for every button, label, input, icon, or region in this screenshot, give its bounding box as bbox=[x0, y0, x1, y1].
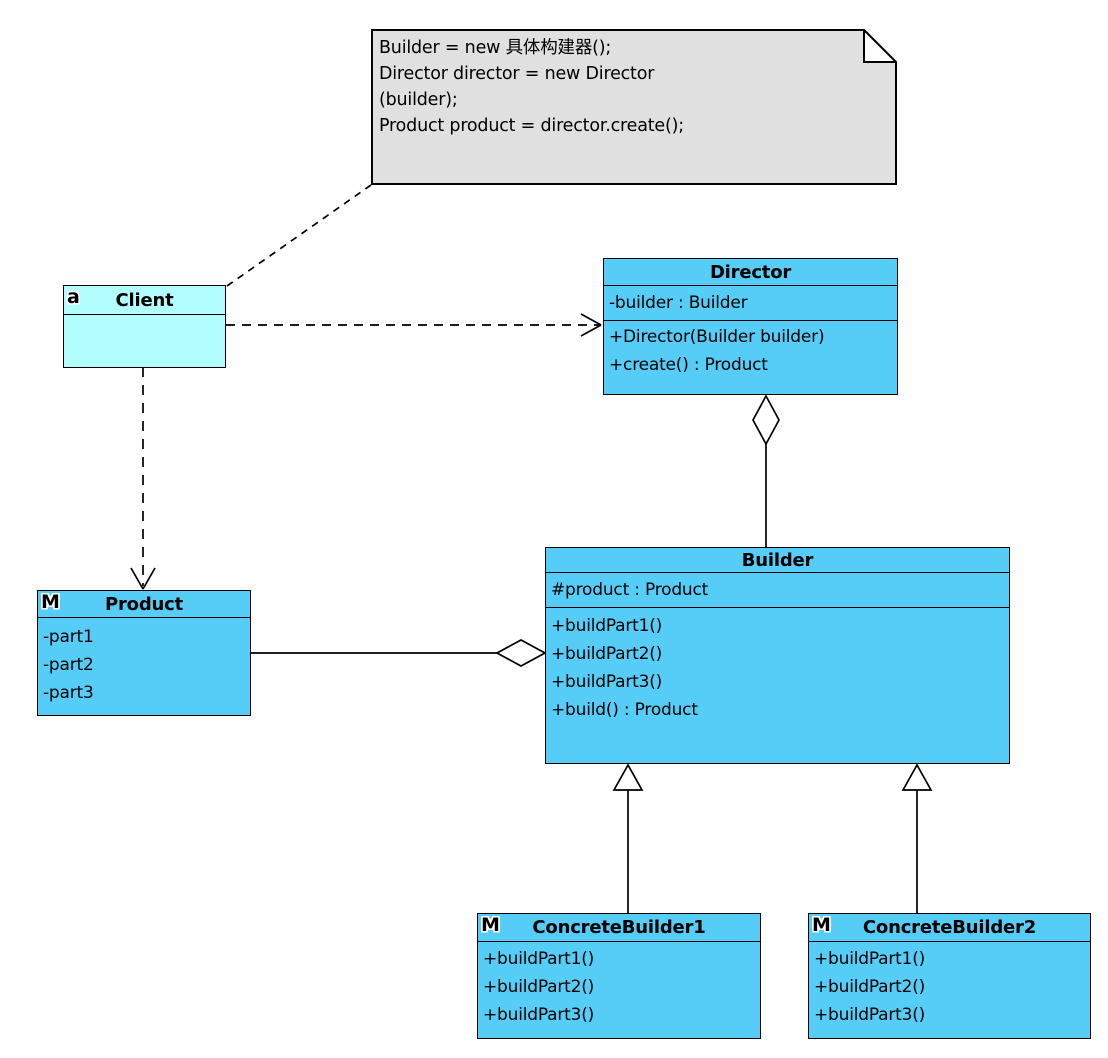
class-stereotype-badge-icon: M bbox=[41, 591, 60, 613]
generalization-triangle-icon bbox=[612, 763, 644, 791]
method: +buildPart3() bbox=[551, 672, 663, 692]
open-arrowhead-icon bbox=[130, 567, 156, 590]
class-name-label: Director bbox=[709, 261, 792, 283]
class-director: Director -builder : Builder +Director(Bu… bbox=[603, 258, 898, 395]
method: +buildPart1() bbox=[483, 949, 595, 969]
attributes-compartment: -part1 -part2 -part3 bbox=[38, 618, 250, 707]
dependency-client-product bbox=[130, 367, 156, 590]
method: +buildPart2() bbox=[814, 977, 926, 997]
attribute: #product : Product bbox=[551, 580, 709, 600]
class-name-label: Product bbox=[104, 593, 183, 615]
method: +Director(Builder builder) bbox=[609, 327, 825, 347]
class-name-label: Client bbox=[115, 289, 174, 311]
note-fold-icon bbox=[863, 29, 897, 63]
note-text: Builder = new 具体构建器(); Director director… bbox=[379, 35, 857, 139]
attributes-compartment: -builder : Builder bbox=[604, 286, 897, 320]
class-title-bar: M ConcreteBuilder2 bbox=[809, 914, 1090, 942]
attribute: -part3 bbox=[43, 683, 94, 703]
attribute: -builder : Builder bbox=[609, 293, 748, 313]
note-anchor-line bbox=[226, 184, 372, 287]
method: +buildPart1() bbox=[551, 616, 663, 636]
class-stereotype-badge-icon: M bbox=[481, 914, 500, 936]
method: +build() : Product bbox=[551, 700, 698, 720]
class-client: a Client bbox=[63, 285, 226, 368]
class-title-bar: M ConcreteBuilder1 bbox=[478, 914, 760, 942]
class-stereotype-badge-icon: M bbox=[812, 914, 831, 936]
class-name-label: ConcreteBuilder2 bbox=[862, 917, 1037, 938]
note-shape bbox=[371, 29, 897, 185]
method: +buildPart2() bbox=[483, 977, 595, 997]
methods-compartment: +buildPart1() +buildPart2() +buildPart3(… bbox=[546, 607, 1009, 724]
class-title-bar: Builder bbox=[546, 548, 1009, 573]
aggregation-product-builder bbox=[250, 639, 547, 667]
method: +buildPart3() bbox=[814, 1005, 926, 1025]
method: +buildPart3() bbox=[483, 1005, 595, 1025]
class-product: M Product -part1 -part2 -part3 bbox=[37, 590, 251, 716]
class-name-label: ConcreteBuilder1 bbox=[532, 917, 706, 938]
note-line: Builder = new 具体构建器(); bbox=[379, 38, 612, 58]
class-body-empty bbox=[64, 315, 225, 364]
generalization-cb2-builder bbox=[901, 763, 933, 913]
attribute: -part1 bbox=[43, 627, 94, 647]
aggregation-diamond-icon bbox=[495, 639, 547, 667]
aggregation-diamond-icon bbox=[752, 394, 780, 446]
method: +buildPart1() bbox=[814, 949, 926, 969]
methods-compartment: +buildPart1() +buildPart2() +buildPart3(… bbox=[809, 942, 1090, 1029]
generalization-cb1-builder bbox=[612, 763, 644, 913]
note-line: (builder); bbox=[379, 90, 458, 110]
method: +create() : Product bbox=[609, 355, 768, 375]
class-title-bar: Director bbox=[604, 259, 897, 286]
class-stereotype-badge-icon: a bbox=[67, 286, 80, 308]
class-title-bar: M Product bbox=[38, 591, 250, 618]
attributes-compartment: #product : Product bbox=[546, 573, 1009, 607]
class-name-label: Builder bbox=[741, 549, 814, 571]
open-arrowhead-icon bbox=[580, 313, 602, 337]
methods-compartment: +buildPart1() +buildPart2() +buildPart3(… bbox=[478, 942, 760, 1029]
note-line: Product product = director.create(); bbox=[379, 116, 684, 136]
methods-compartment: +Director(Builder builder) +create() : P… bbox=[604, 320, 897, 379]
dependency-client-director bbox=[226, 313, 602, 337]
class-concrete-builder-2: M ConcreteBuilder2 +buildPart1() +buildP… bbox=[808, 913, 1091, 1039]
class-title-bar: a Client bbox=[64, 286, 225, 315]
generalization-triangle-icon bbox=[901, 763, 933, 791]
uml-note: Builder = new 具体构建器(); Director director… bbox=[371, 29, 897, 186]
class-builder: Builder #product : Product +buildPart1()… bbox=[545, 547, 1010, 764]
attribute: -part2 bbox=[43, 655, 94, 675]
aggregation-director-builder bbox=[752, 394, 780, 548]
method: +buildPart2() bbox=[551, 644, 663, 664]
class-concrete-builder-1: M ConcreteBuilder1 +buildPart1() +buildP… bbox=[477, 913, 761, 1039]
note-line: Director director = new Director bbox=[379, 64, 655, 84]
